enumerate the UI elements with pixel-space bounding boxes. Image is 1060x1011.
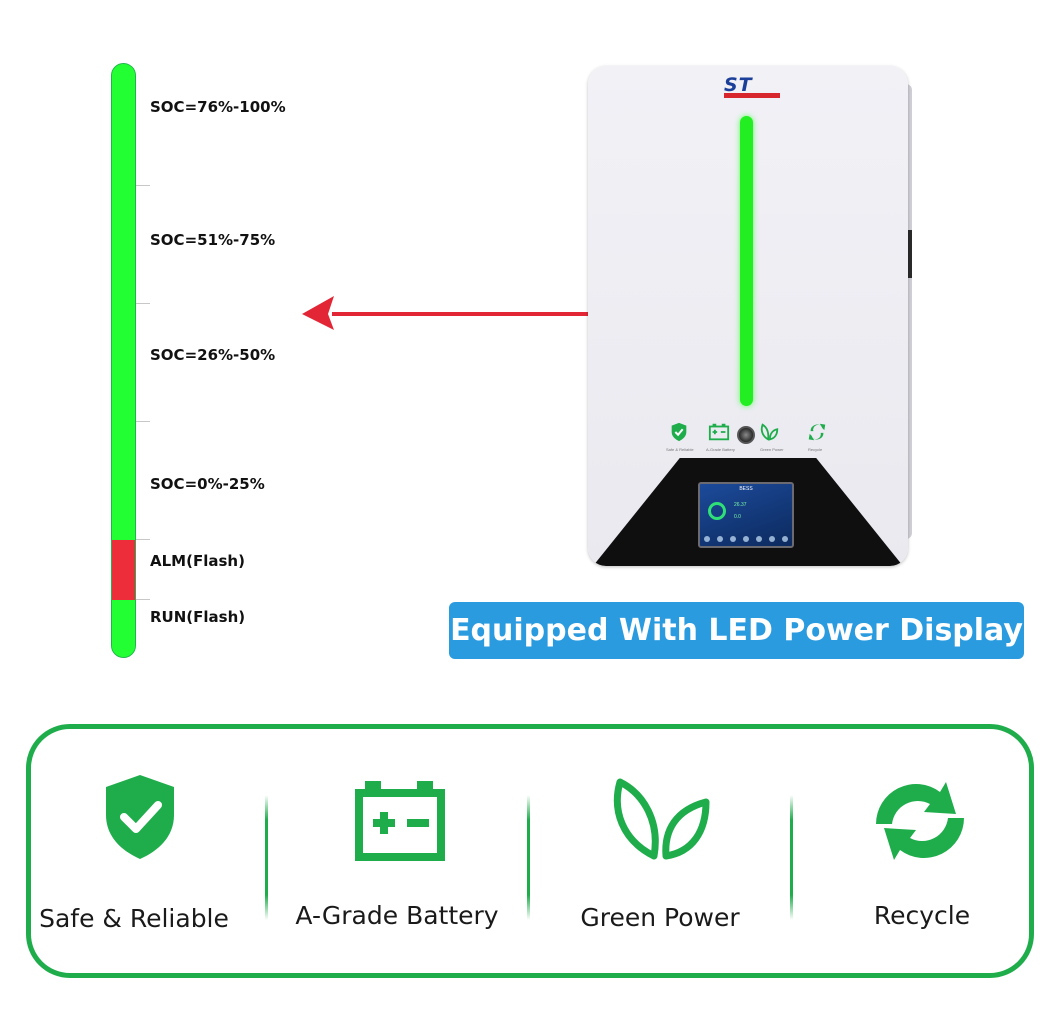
feature-divider	[790, 795, 793, 920]
led-label-soc-76-100: SOC=76%-100%	[150, 98, 286, 116]
leaf-icon	[760, 423, 779, 441]
leaf-icon	[613, 778, 710, 860]
led-segment-alarm	[112, 540, 135, 600]
led-indicator-bar	[111, 63, 136, 658]
mini-caption: Green Power	[760, 447, 784, 452]
feature-divider	[527, 795, 530, 920]
mini-caption: Recycle	[808, 447, 823, 452]
brand-logo: ST	[724, 74, 780, 98]
led-segment-run	[112, 600, 135, 657]
screen-title: BESS	[739, 486, 753, 492]
led-display-caption: Equipped With LED Power Display	[449, 602, 1024, 659]
led-label-run: RUN(Flash)	[150, 608, 246, 626]
screen-status-icons	[704, 536, 788, 542]
shield-check-icon	[671, 422, 687, 442]
features-panel	[26, 724, 1034, 978]
led-tick	[136, 539, 150, 540]
mini-caption: Safe & Reliable	[666, 447, 694, 452]
power-button	[737, 426, 755, 444]
feature-divider	[265, 795, 268, 920]
screen-value: 0.0	[734, 514, 741, 520]
feature-label-safe-reliable: Safe & Reliable	[39, 904, 229, 933]
recycle-icon	[876, 782, 964, 860]
device-led-strip	[740, 116, 753, 406]
battery-device: ST Safe & Reliable A-Grade Battery Green…	[588, 66, 908, 566]
feature-label-a-grade-battery: A-Grade Battery	[295, 901, 499, 930]
feature-label-recycle: Recycle	[873, 901, 971, 930]
battery-icon	[355, 781, 445, 861]
led-label-soc-51-75: SOC=51%-75%	[150, 231, 276, 249]
mini-caption: A-Grade Battery	[706, 447, 735, 452]
led-tick	[136, 303, 150, 304]
led-segment-soc-51-75	[112, 187, 135, 305]
led-label-soc-26-50: SOC=26%-50%	[150, 346, 276, 364]
led-label-soc-0-25: SOC=0%-25%	[150, 475, 265, 493]
shield-check-icon	[106, 775, 174, 859]
led-tick	[136, 421, 150, 422]
led-label-alarm: ALM(Flash)	[150, 552, 245, 570]
screen-soc-value: 26.37	[734, 502, 747, 508]
led-tick	[136, 599, 150, 600]
feature-label-green-power: Green Power	[580, 903, 740, 932]
battery-icon	[708, 423, 730, 441]
led-segment-soc-0-25	[112, 423, 135, 540]
led-segment-soc-76-100	[112, 64, 135, 187]
led-tick	[136, 185, 150, 186]
led-segment-soc-26-50	[112, 305, 135, 423]
device-lcd-screen: BESS 26.37 0.0	[698, 482, 794, 548]
device-side-panel	[906, 84, 912, 539]
device-side-port	[907, 230, 912, 278]
screen-soc-ring	[708, 502, 726, 520]
recycle-icon	[808, 423, 826, 441]
device-feature-icons: Safe & Reliable A-Grade Battery Green Po…	[666, 421, 836, 453]
